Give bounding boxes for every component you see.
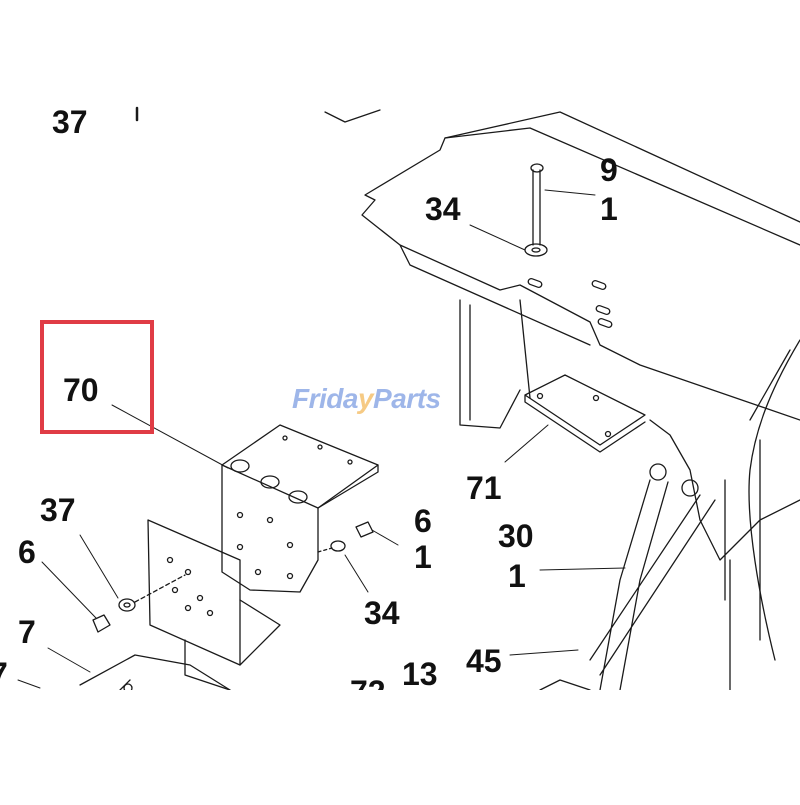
callout-34-lower: 34 <box>364 595 400 631</box>
base-plate <box>147 519 281 691</box>
arm-30 <box>589 479 716 691</box>
callout-70: 70 <box>63 372 99 408</box>
callout-34-top: 34 <box>425 191 461 227</box>
callout-1-lower: 1 <box>508 558 526 594</box>
callout-6-right: 6 <box>414 503 432 539</box>
bracket-70 <box>221 424 379 593</box>
deck-plate-edge <box>444 127 800 246</box>
callout-13: 13 <box>402 656 438 692</box>
callout-71: 71 <box>466 470 502 506</box>
callout-6-left: 6 <box>18 534 36 570</box>
callout-1-top: 1 <box>600 191 618 227</box>
leader-lines <box>17 189 626 689</box>
callout-37-left: 37 <box>40 492 76 528</box>
callout-1-right: 1 <box>414 539 432 575</box>
plate-71 <box>524 374 646 453</box>
callout-45: 45 <box>466 643 502 679</box>
watermark-part2: y <box>357 383 374 414</box>
lower-mid <box>539 679 591 691</box>
deck-slots <box>527 277 613 329</box>
callout-7: 7 <box>18 614 36 650</box>
callout-37-top: 37 <box>52 104 88 140</box>
top-fragment <box>324 109 381 123</box>
bolt-9 <box>524 163 548 257</box>
deck-support <box>459 299 521 429</box>
bottom-mask <box>0 690 800 800</box>
frame-right <box>649 349 800 701</box>
fasteners-right <box>317 521 374 553</box>
callout-30: 30 <box>498 518 534 554</box>
frame-curve <box>748 339 800 661</box>
watermark: FridayParts <box>292 383 441 415</box>
lower-frame <box>79 654 231 691</box>
fasteners-left <box>92 574 186 633</box>
callout-9: 9 <box>600 152 618 188</box>
deck-support-2 <box>519 299 531 399</box>
watermark-part3: Parts <box>373 383 441 414</box>
callout-7-cut: 7 <box>0 658 8 690</box>
highlight-box-70 <box>40 320 154 434</box>
watermark-part1: Frida <box>292 383 358 414</box>
deck-plate <box>361 111 800 421</box>
